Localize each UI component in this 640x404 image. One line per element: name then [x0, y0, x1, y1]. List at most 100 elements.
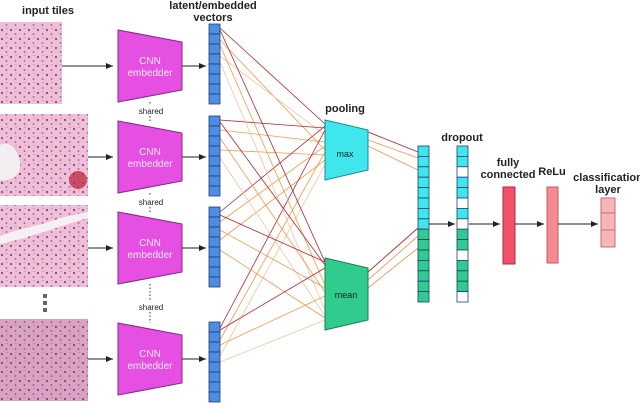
tissue-tile-4 — [0, 319, 88, 401]
dropout-vector-col-cell — [456, 239, 469, 251]
relu-label: ReLu — [538, 166, 566, 178]
svg-text:CNN: CNN — [139, 147, 161, 158]
vector-to-max-connections — [219, 27, 326, 357]
concat-vector-col — [417, 145, 430, 303]
mean-label: mean — [335, 290, 358, 300]
cnn-embedder-2: CNN embedder — [117, 120, 183, 194]
latent-vectors-label-line1: latent/embedded — [169, 0, 256, 12]
latent-vector-2-cell — [208, 145, 221, 157]
latent-vector-1 — [208, 23, 221, 105]
latent-vector-4-cell — [208, 361, 221, 373]
dropout-vector-col — [456, 145, 469, 303]
fully-connected-label-line2: connected — [480, 169, 535, 181]
concatenated-vector — [417, 145, 430, 303]
dropout-vector-col-cell — [456, 155, 469, 168]
latent-vectors — [208, 23, 221, 403]
latent-vector-3-cell — [208, 216, 221, 228]
dropout-vector-col-cell — [456, 207, 469, 220]
concat-vector-col-cell — [417, 155, 430, 168]
cnn-embedders: CNN embedder CNN embedder CNN embedder C… — [117, 29, 183, 396]
concat-vector-col-cell — [417, 218, 430, 230]
latent-vector-2-cell — [208, 185, 221, 197]
dropout-vector-col-cell — [456, 187, 469, 199]
dropout-vector-col-cell — [456, 176, 469, 188]
max-label: max — [336, 149, 354, 159]
latent-vector-3-cell — [208, 256, 221, 268]
dropout-vector-col-cell — [456, 280, 469, 293]
latent-vectors-label-line2: vectors — [193, 12, 232, 24]
latent-vector-1-cell — [208, 93, 221, 105]
latent-vector-1-cell — [208, 53, 221, 65]
dropout-vector-col-cell — [456, 145, 469, 157]
input-tiles — [0, 22, 88, 401]
mean-pooling: mean — [324, 257, 369, 331]
more-tiles-ellipsis — [43, 294, 47, 312]
cnn-embedder-3: CNN embedder — [117, 211, 183, 285]
latent-vector-4-cell — [208, 391, 221, 403]
vector-to-mean-connections — [219, 29, 326, 363]
fully-connected-layer — [502, 186, 516, 265]
concat-vector-col-cell — [417, 197, 430, 209]
dropout-vector-col-cell — [456, 291, 469, 303]
dropout-vector-col-cell — [456, 249, 469, 261]
svg-text:CNN: CNN — [139, 56, 161, 67]
latent-vector-1-cell — [208, 33, 221, 45]
concat-vector-col-cell — [417, 207, 430, 220]
max-pooling: max — [324, 119, 369, 181]
latent-vector-1-cell — [208, 73, 221, 85]
latent-vector-2-cell — [208, 115, 221, 127]
latent-vector-4-cell — [208, 341, 221, 353]
cnn-embedder-4: CNN embedder — [117, 322, 183, 396]
tissue-tile-1 — [0, 22, 62, 104]
latent-vector-4 — [208, 321, 221, 403]
latent-vector-3-cell — [208, 246, 221, 258]
concat-vector-col-cell — [417, 228, 430, 240]
fully-connected-label-line1: fully — [497, 157, 520, 169]
latent-vector-4-cell — [208, 321, 221, 333]
latent-vector-1-cell — [208, 23, 221, 35]
dropout-vector — [456, 145, 469, 303]
latent-vector-2 — [208, 115, 221, 197]
shared-label-1: shared — [139, 107, 163, 116]
concat-vector-col-cell — [417, 280, 430, 293]
dropout-vector-col-cell — [456, 259, 469, 272]
concat-vector-col-cell — [417, 259, 430, 272]
dropout-vector-col-cell — [456, 166, 469, 178]
latent-vector-3 — [208, 206, 221, 288]
svg-text:CNN: CNN — [139, 238, 161, 249]
relu-layer — [546, 186, 559, 264]
svg-text:embedder: embedder — [127, 361, 173, 372]
latent-vector-1-cell — [208, 43, 221, 55]
latent-vector-3-cell — [208, 226, 221, 238]
svg-text:embedder: embedder — [127, 68, 173, 79]
latent-vector-3-cell — [208, 266, 221, 278]
latent-vector-4-cell — [208, 381, 221, 393]
tile-to-embedder-arrows — [62, 63, 113, 362]
svg-text:CNN: CNN — [139, 349, 161, 360]
latent-vector-4-cell — [208, 371, 221, 383]
latent-vector-3-cell — [208, 236, 221, 248]
embedder-to-vector-arrows — [182, 63, 206, 362]
latent-vector-1-cell — [208, 83, 221, 95]
classification-layer-label-line1: classification — [573, 172, 640, 184]
latent-vector-2-cell — [208, 165, 221, 177]
dropout-vector-col-cell — [456, 197, 469, 209]
latent-vector-4-cell — [208, 351, 221, 363]
svg-text:embedder: embedder — [127, 159, 173, 170]
latent-vector-3-cell — [208, 206, 221, 218]
latent-vector-2-cell — [208, 135, 221, 147]
shared-label-2: shared — [139, 198, 163, 207]
dropout-vector-col-cell — [456, 218, 469, 230]
svg-text:embedder: embedder — [127, 250, 173, 261]
concat-vector-col-cell — [417, 270, 430, 282]
pooling-label: pooling — [325, 103, 365, 115]
dropout-vector-col-cell — [456, 270, 469, 282]
shared-weight-connectors: shared shared shared — [138, 102, 164, 323]
latent-vector-4-cell — [208, 331, 221, 343]
concat-vector-col-cell — [417, 291, 430, 303]
concat-vector-col-cell — [417, 239, 430, 251]
latent-vector-2-cell — [208, 175, 221, 187]
cnn-embedder-1: CNN embedder — [117, 29, 183, 103]
dropout-label: dropout — [441, 132, 483, 144]
